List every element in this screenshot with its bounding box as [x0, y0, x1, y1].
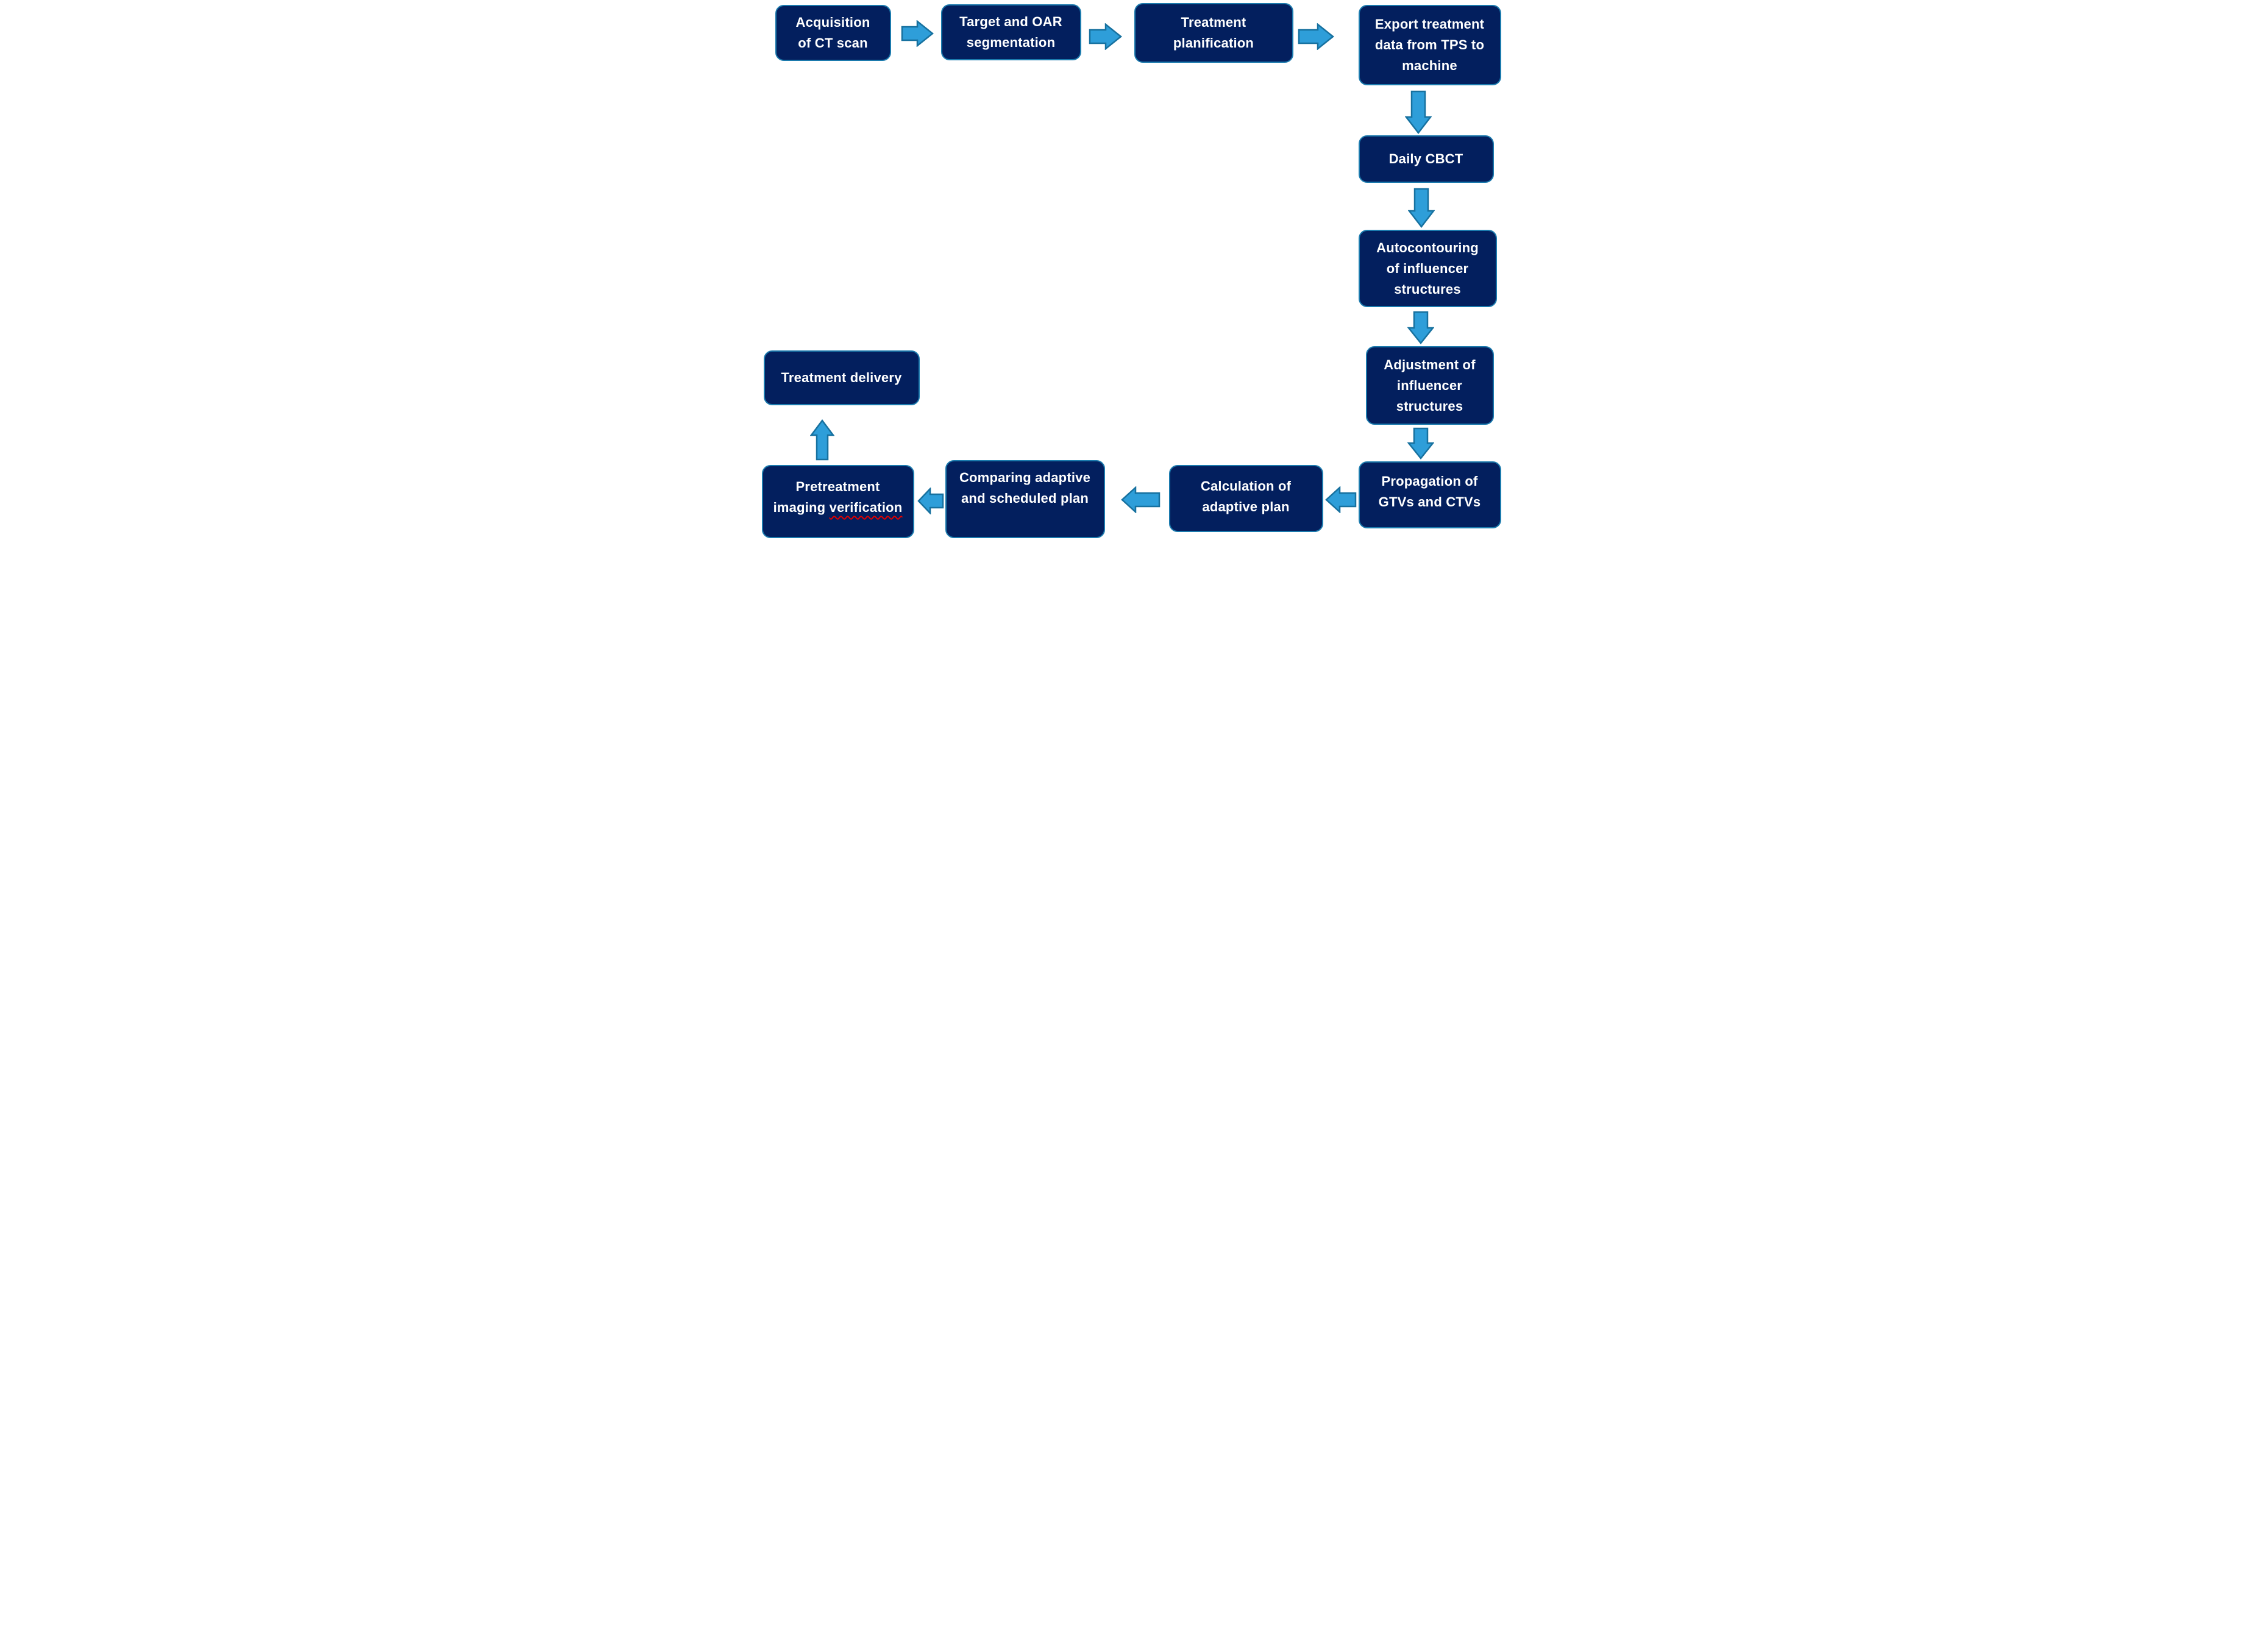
step-label: structures — [1394, 281, 1461, 297]
step-label: Pretreatment — [795, 479, 880, 494]
flow-step-adjustment-influencer: Adjustment of influencer structures — [1365, 346, 1494, 425]
step-label: Export treatment — [1374, 16, 1485, 32]
flowchart-canvas: Acquisition of CT scan Target and OAR se… — [756, 0, 1512, 542]
flow-step-treatment-delivery: Treatment delivery — [763, 350, 920, 405]
flow-step-propagation-gtvs-ctvs: Propagation of GTVs and CTVs — [1358, 461, 1501, 528]
step-label: Acquisition — [795, 15, 870, 30]
flow-step-acquisition-of-ct-scan: Acquisition of CT scan — [775, 5, 891, 61]
step-label: GTVs and CTVs — [1378, 494, 1481, 509]
step-label: machine — [1402, 58, 1457, 73]
step-label: Propagation of — [1381, 474, 1478, 489]
connector-arrow-daily-cbct-to-autocontouring — [1407, 188, 1435, 228]
step-label: Target and OAR — [959, 14, 1062, 29]
step-label: Calculation of — [1200, 478, 1292, 494]
step-label: Treatment delivery — [781, 370, 902, 385]
misspelled-word: verification — [829, 500, 903, 515]
step-label: segmentation — [966, 35, 1056, 50]
step-label: Comparing adaptive — [959, 470, 1091, 485]
flow-step-comparing-plans: Comparing adaptive and scheduled plan — [945, 460, 1105, 538]
step-label: Treatment — [1181, 15, 1246, 30]
step-label: planification — [1173, 35, 1254, 51]
step-label: adaptive plan — [1202, 499, 1290, 514]
connector-arrow-propagation-to-calculation — [1324, 486, 1357, 513]
connector-arrow-export-to-daily-cbct — [1404, 90, 1432, 134]
flow-step-pretreatment-imaging-verification: Pretreatment imaging verification — [761, 465, 914, 538]
flow-step-daily-cbct: Daily CBCT — [1358, 135, 1494, 183]
flow-step-calculation-adaptive-plan: Calculation of adaptive plan — [1168, 465, 1323, 532]
step-label: of influencer — [1386, 260, 1469, 276]
flow-step-autocontouring-influencer: Autocontouring of influencer structures — [1358, 230, 1497, 307]
step-label: of CT scan — [798, 35, 868, 51]
step-label: Daily CBCT — [1388, 151, 1463, 166]
step-label: data from TPS to — [1374, 37, 1485, 52]
connector-arrow-pretreatment-to-delivery — [809, 419, 834, 461]
step-label-word: imaging — [773, 500, 826, 515]
step-label: and scheduled plan — [961, 491, 1089, 506]
step-label: Adjustment of — [1384, 357, 1476, 372]
connector-arrow-calculation-to-comparing — [1120, 486, 1161, 513]
step-label: structures — [1396, 398, 1463, 414]
step-label: Autocontouring — [1376, 240, 1479, 255]
flow-step-export-treatment-data: Export treatment data from TPS to machin… — [1358, 5, 1501, 85]
connector-arrow-autocontouring-to-adjustment — [1407, 311, 1434, 344]
flow-step-treatment-planification: Treatment planification — [1134, 3, 1293, 63]
connector-arrow-acquisition-to-segmentation — [901, 20, 934, 47]
connector-arrow-segmentation-to-planification — [1089, 23, 1122, 50]
connector-arrow-planification-to-export — [1298, 23, 1334, 50]
connector-arrow-adjustment-to-propagation — [1407, 427, 1434, 460]
flow-step-target-and-oar-segmentation: Target and OAR segmentation — [940, 4, 1081, 60]
connector-arrow-comparing-to-pretreatment — [917, 488, 944, 514]
step-label: imaging verification — [773, 497, 903, 518]
step-label: influencer — [1396, 377, 1463, 393]
